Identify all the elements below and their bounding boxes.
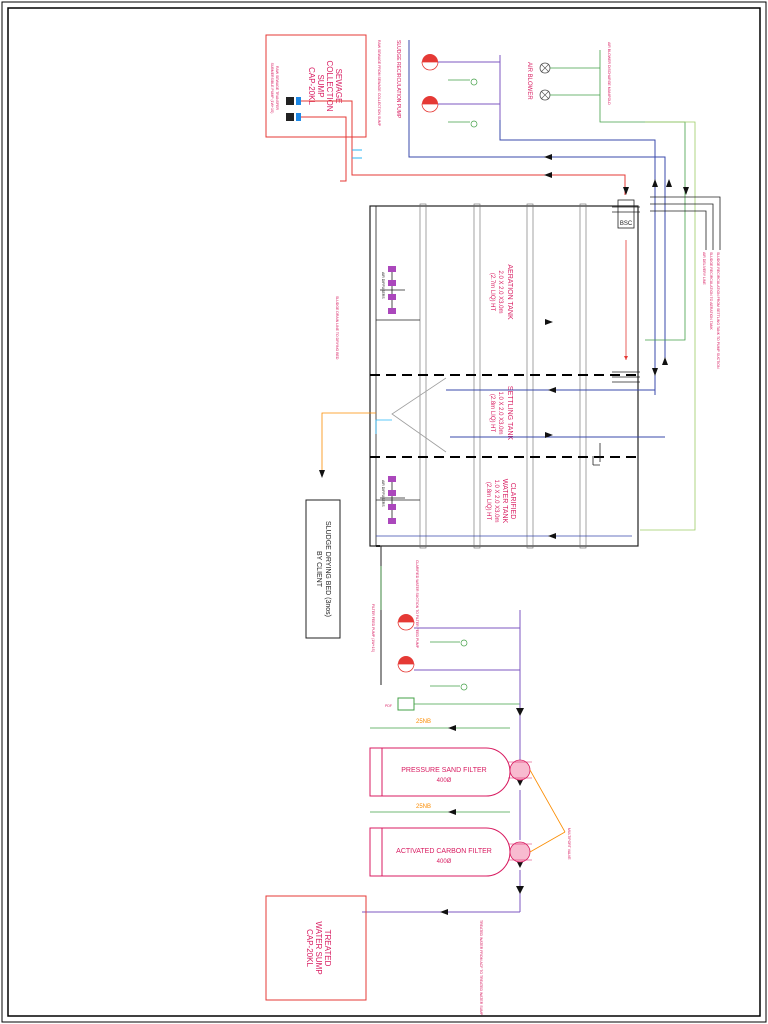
right-label-1: SLUDGE RECIRCULATION FROM SETTLING TANK …	[716, 252, 720, 369]
settling-tank-title: SETTLING TANK	[506, 386, 513, 441]
drying-bed-label-2: BY CLIENT	[315, 551, 322, 588]
air-diffusers-clarified: AIR DIFFUSERS	[380, 476, 405, 524]
right-label-2: SLUDGE RECIRCULATION TO AERATION TANK	[709, 252, 713, 330]
drawing-border	[7, 7, 761, 1017]
drying-bed-label-1: SLUDGE DRYING BED (3nos)	[324, 521, 331, 617]
air-diffusers-aeration: AIR DIFFUSERS	[380, 266, 405, 314]
filter-feed-pumps	[397, 610, 521, 700]
right-pipe-labels: SLUDGE RECIRCULATION FROM SETTLING TANK …	[650, 196, 721, 369]
acf-label: ACTIVATED CARBON FILTER	[396, 848, 492, 855]
recirc-line-blue	[408, 40, 666, 360]
air-blower-note: AIR BLOWER DISCHARGE MANIFOLD	[607, 42, 611, 105]
aeration-tank-title: AERATION TANK	[506, 264, 513, 320]
sludge-drain-line	[321, 412, 376, 476]
clarified-tank-dim: 1.0 X 2.0 X3.0m	[493, 479, 499, 522]
tank-structure	[369, 203, 640, 549]
clarified-tank-title2: WATER TANK	[501, 479, 508, 524]
sump-label-1: SEWAGE	[334, 69, 343, 104]
air-diffusers-label-1: AIR DIFFUSERS	[381, 272, 385, 299]
bsc-label: BSC	[620, 221, 633, 227]
flow-meter-label: PDF	[385, 704, 392, 708]
air-diffusers-label-2: AIR DIFFUSERS	[381, 480, 385, 507]
sludge-recirc-pump-label: SLUDGE RECIRCULATION PUMP	[395, 40, 401, 119]
air-blower-group: AIR BLOWER AIR BLOWER DISCHARGE MANIFOLD	[526, 42, 611, 110]
multiport-valve-label: MULTIPORT VALVE	[567, 828, 571, 860]
sump-label-2: COLLECTION	[325, 60, 334, 111]
submersible-pump-2	[286, 113, 294, 121]
sump-label-4: CAP-20KL	[307, 67, 316, 105]
clarified-tank-liq: (2.8m LIQ) HT	[485, 482, 491, 521]
acf-size: 400Ø	[437, 859, 452, 865]
sump-note-1: RAW SEWAGE TRANSFER	[275, 66, 279, 110]
sludge-recirc-pumps	[421, 54, 501, 128]
acf-multiport-valve	[509, 841, 531, 863]
treated-water-sump: TREATED WATER SUMP CAP-20KL	[265, 895, 367, 1001]
settling-tank-liq: (2.8m LIQ) HT	[489, 394, 495, 433]
treated-sump-label-3: CAP-20KL	[305, 929, 314, 967]
bsc-unit: BSC	[592, 199, 640, 466]
pressure-sand-filter: PRESSURE SAND FILTER 400Ø	[369, 747, 532, 797]
flow-meter	[397, 697, 415, 711]
pipe-size-1: 25NB	[416, 719, 431, 725]
filter-feed-pump-label: FILTER FEED PUMP (1W+1S)	[371, 604, 375, 652]
submersible-pump-1	[286, 97, 294, 105]
settling-tank-dim: 1.0 X 2.0 X3.0m	[497, 391, 503, 434]
clarified-tank-title: CLARIFIED	[509, 483, 516, 520]
psf-label: PRESSURE SAND FILTER	[401, 767, 486, 774]
sludge-drain-note: SLUDGE DRAIN LINE TO DRYING BED	[335, 296, 339, 360]
sewage-collection-sump: SEWAGE COLLECTION SUMP CAP-20KL RAW SEWA…	[265, 34, 367, 138]
clarified-suction-note: CLARIFIED WATER SUCTION TO FILTER FEED P…	[415, 560, 419, 649]
aeration-tank-dim: 2.0 X 2.0 X3.0m	[497, 270, 503, 313]
aeration-tank-liq: (2.7m LIQ) HT	[489, 273, 495, 312]
air-delivery-line	[599, 110, 686, 341]
psf-multiport-valve	[509, 759, 531, 781]
activated-carbon-filter: ACTIVATED CARBON FILTER 400Ø	[369, 827, 532, 877]
psf-size: 400Ø	[437, 778, 452, 784]
raw-sewage-line	[301, 100, 626, 195]
treated-sump-label-2: WATER SUMP	[314, 921, 323, 974]
air-blower-label: AIR BLOWER	[526, 62, 532, 100]
pipe-size-2: 25NB	[416, 804, 431, 810]
sump-label-3: SUMP	[316, 74, 325, 97]
right-label-3: AIR DELIVERY LINE	[702, 252, 706, 285]
sludge-drying-bed: SLUDGE DRYING BED (3nos) BY CLIENT	[305, 499, 341, 639]
flow-arrows	[544, 154, 689, 539]
treated-sump-label-1: TREATED	[323, 930, 332, 967]
sump-note-2: SUBMERSIBLE PUMP (1W+1S)	[270, 63, 274, 114]
raw-sewage-note: RAW SEWAGE FROM SEWAGE COLLECTION SUMP	[377, 40, 381, 127]
treated-note: TREATED WATER FROM ACF TO TREATED WATER …	[479, 920, 483, 1016]
